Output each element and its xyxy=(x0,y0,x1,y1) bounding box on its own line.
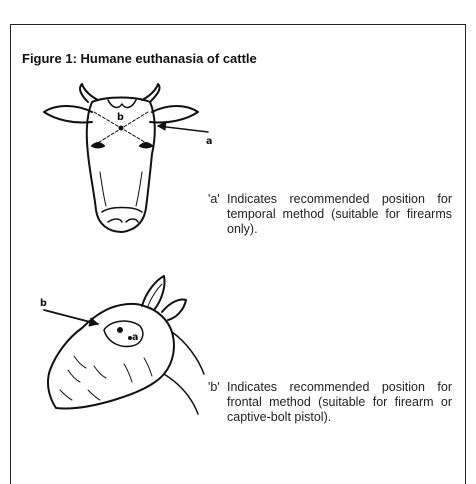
note-text: Indicates recommended position for tempo… xyxy=(227,192,452,237)
cow-head-side-illustration: b a xyxy=(34,266,210,418)
label-b: b xyxy=(117,112,124,123)
ear-2 xyxy=(162,300,186,321)
label-a: a xyxy=(206,136,212,147)
label-a: a xyxy=(132,332,138,343)
figure-title: Figure 1: Humane euthanasia of cattle xyxy=(22,51,257,66)
right-eye xyxy=(140,143,152,148)
note-temporal: 'a' Indicates recommended position for t… xyxy=(208,192,458,242)
ear-1 xyxy=(142,276,165,310)
left-ear xyxy=(44,106,92,123)
note-text: Indicates recommended position for front… xyxy=(227,380,452,425)
left-horn xyxy=(80,84,98,102)
frontal-point-b xyxy=(119,126,124,131)
right-ear xyxy=(150,106,198,123)
head-outline xyxy=(48,304,174,409)
cow-head-front-illustration: b a xyxy=(30,82,220,240)
note-frontal: 'b' Indicates recommended position for f… xyxy=(208,380,458,430)
eye-dot xyxy=(117,327,123,333)
note-marker: 'b' xyxy=(208,380,220,395)
label-b: b xyxy=(40,298,47,309)
note-marker: 'a' xyxy=(208,192,220,207)
left-eye xyxy=(92,143,104,148)
